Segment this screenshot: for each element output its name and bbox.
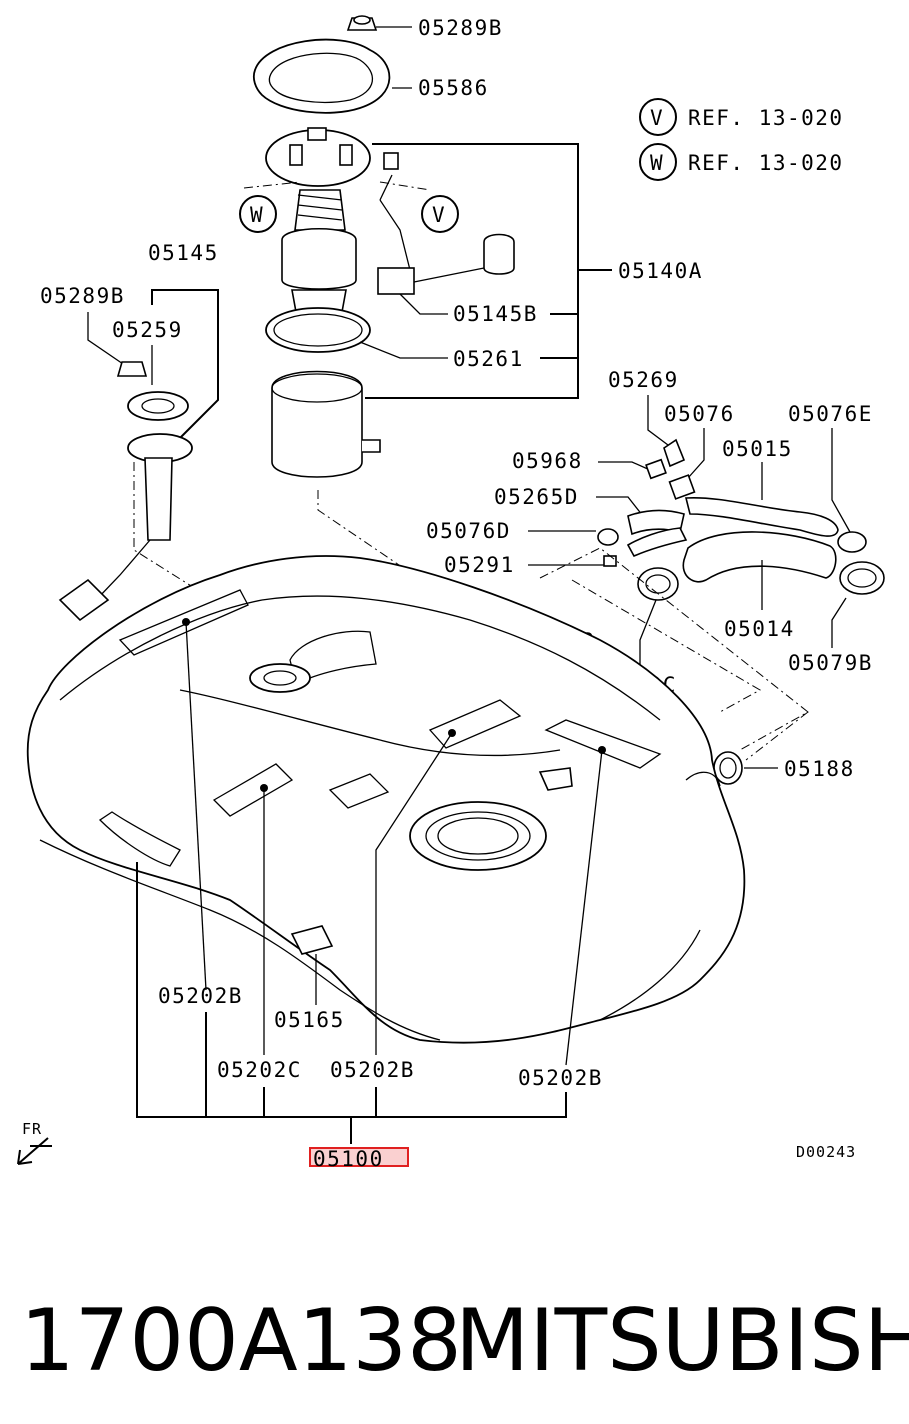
fuel-tank-05100 xyxy=(26,555,746,1044)
label-05968: 05968 xyxy=(512,449,583,473)
label-05014: 05014 xyxy=(724,617,795,641)
front-marker: FR xyxy=(22,1120,42,1138)
label-05015: 05015 xyxy=(722,437,793,461)
ref-w-text: REF. 13-020 xyxy=(688,151,844,175)
label-05076E: 05076E xyxy=(788,402,873,426)
pump-flange xyxy=(265,127,399,187)
ref-legend-v: V REF. 13-020 xyxy=(639,98,844,136)
pump-body xyxy=(281,174,515,313)
diagram-code: D00243 xyxy=(796,1143,856,1161)
callout-v-pump: V xyxy=(421,195,459,233)
brand-name: MITSUBISHI xyxy=(455,1291,909,1391)
label-05165: 05165 xyxy=(274,1008,345,1032)
label-05202B-right: 05202B xyxy=(518,1066,603,1090)
filler-seal-05188 xyxy=(713,751,743,785)
callout-w-text: W xyxy=(250,203,264,227)
front-direction-arrow-icon xyxy=(17,1137,52,1165)
retainer-ring-05586 xyxy=(252,38,391,114)
label-05259: 05259 xyxy=(112,318,183,342)
label-05202C: 05202C xyxy=(217,1058,302,1082)
label-05140A: 05140A xyxy=(618,259,703,283)
label-05145B: 05145B xyxy=(453,302,538,326)
label-05076: 05076 xyxy=(664,402,735,426)
part-number: 1700A138 xyxy=(20,1291,462,1391)
label-05145: 05145 xyxy=(148,241,219,265)
ref-v-text: REF. 13-020 xyxy=(688,106,844,130)
hoses-assembly xyxy=(597,438,885,601)
label-05586: 05586 xyxy=(418,76,489,100)
label-05202B-mid: 05202B xyxy=(330,1058,415,1082)
sender-ring xyxy=(127,391,189,421)
label-05289B-top: 05289B xyxy=(418,16,503,40)
label-05261: 05261 xyxy=(453,347,524,371)
label-05291: 05291 xyxy=(444,553,515,577)
label-05289B-left: 05289B xyxy=(40,284,125,308)
label-05269: 05269 xyxy=(608,368,679,392)
callout-w-pump: W xyxy=(239,195,277,233)
label-05188: 05188 xyxy=(784,757,855,781)
label-05100: 05100 xyxy=(313,1147,384,1171)
ref-v-symbol: V xyxy=(650,106,664,130)
cap-nut-05289B-left xyxy=(116,361,148,377)
ref-legend-w: W REF. 13-020 xyxy=(639,143,844,181)
pump-reservoir xyxy=(271,370,381,478)
ref-w-symbol: W xyxy=(650,151,664,175)
label-05265D: 05265D xyxy=(494,485,579,509)
o-ring-05261 xyxy=(265,307,371,353)
sender-unit xyxy=(58,433,193,622)
highlight-05100 xyxy=(309,1147,409,1167)
callout-v-text: V xyxy=(432,203,446,227)
label-05202B-left: 05202B xyxy=(158,984,243,1008)
label-05076D: 05076D xyxy=(426,519,511,543)
label-05079B: 05079B xyxy=(788,651,873,675)
cap-nut-05289B-top xyxy=(346,15,378,31)
